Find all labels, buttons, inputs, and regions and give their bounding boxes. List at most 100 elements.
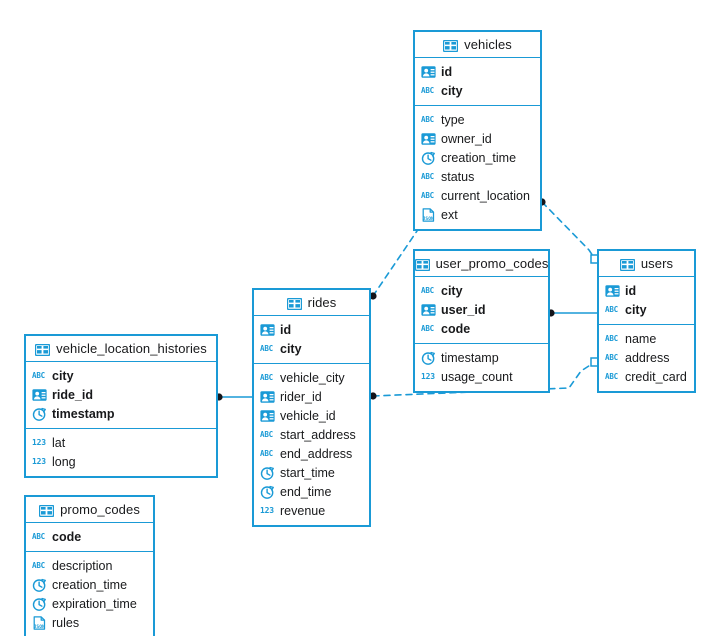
column-name: timestamp — [441, 350, 499, 365]
column-name: end_time — [280, 484, 332, 499]
abc-string-icon: ABC — [421, 85, 434, 95]
123-number-icon: 123 — [421, 371, 435, 381]
relationship-vlh-rides[interactable] — [215, 393, 253, 401]
123-number-icon: 123 — [260, 505, 274, 515]
abc-string-icon: ABC — [32, 531, 45, 541]
abc-string-icon: ABC — [421, 285, 434, 295]
column-row[interactable]: ride_id — [26, 385, 216, 404]
id-card-icon — [421, 303, 436, 317]
table-grid-icon — [34, 343, 51, 356]
clock-icon — [32, 407, 47, 421]
column-name: id — [441, 64, 453, 79]
column-name: vehicle_id — [280, 408, 336, 423]
column-name: start_time — [280, 465, 335, 480]
primary-key-section-promo_codes: ABC code — [26, 523, 153, 552]
column-name: city — [625, 302, 647, 317]
column-row[interactable]: rider_id — [254, 387, 369, 406]
table-header-vehicles[interactable]: vehicles — [415, 32, 540, 58]
column-name: code — [441, 321, 471, 336]
svg-text:JSON: JSON — [34, 624, 45, 630]
table-header-vehicle_location_histories[interactable]: vehicle_location_histories — [26, 336, 216, 362]
id-card-icon — [421, 65, 436, 79]
column-row[interactable]: timestamp — [26, 404, 216, 423]
table-title: promo_codes — [60, 502, 140, 517]
table-header-user_promo_codes[interactable]: user_promo_codes — [414, 251, 548, 277]
column-row[interactable]: owner_id — [415, 129, 540, 148]
table-header-rides[interactable]: rides — [254, 290, 369, 316]
column-name: rider_id — [280, 389, 322, 404]
column-name: current_location — [441, 188, 530, 203]
column-row[interactable]: id — [254, 320, 369, 339]
column-row[interactable]: creation_time — [26, 575, 153, 594]
column-row[interactable]: vehicle_id — [254, 406, 369, 425]
column-row[interactable]: user_id — [415, 300, 548, 319]
123-number-icon: 123 — [32, 456, 46, 466]
table-header-promo_codes[interactable]: promo_codes — [26, 497, 153, 523]
clock-icon — [260, 485, 275, 499]
column-row[interactable]: end_time — [254, 482, 369, 501]
column-row[interactable]: ABC code — [26, 527, 153, 546]
abc-string-icon: ABC — [605, 352, 618, 362]
abc-string-icon: ABC — [605, 371, 618, 381]
clock-icon — [421, 151, 436, 165]
column-row[interactable]: 123 revenue — [254, 501, 369, 520]
table-title: vehicles — [464, 37, 512, 52]
column-row[interactable]: expiration_time — [26, 594, 153, 613]
table-header-users[interactable]: users — [599, 251, 694, 277]
table-grid-icon — [414, 258, 430, 271]
column-name: expiration_time — [52, 596, 137, 611]
column-name: code — [52, 529, 82, 544]
column-name: revenue — [280, 503, 326, 518]
column-row[interactable]: timestamp — [415, 348, 548, 367]
column-row[interactable]: id — [415, 62, 540, 81]
clock-icon — [260, 466, 275, 480]
relationship-user_promo_codes-users[interactable] — [547, 309, 598, 317]
column-name: ride_id — [52, 387, 93, 402]
abc-string-icon: ABC — [260, 429, 273, 439]
column-name: city — [280, 341, 302, 356]
column-row[interactable]: start_time — [254, 463, 369, 482]
json-document-icon: JSON — [32, 615, 47, 630]
column-row[interactable]: creation_time — [415, 148, 540, 167]
column-name: user_id — [441, 302, 486, 317]
clock-icon — [32, 597, 47, 611]
column-name: vehicle_city — [280, 370, 345, 385]
table-grid-icon — [38, 504, 55, 517]
svg-text:JSON: JSON — [423, 216, 434, 222]
column-row[interactable]: id — [599, 281, 694, 300]
column-name: description — [52, 558, 113, 573]
